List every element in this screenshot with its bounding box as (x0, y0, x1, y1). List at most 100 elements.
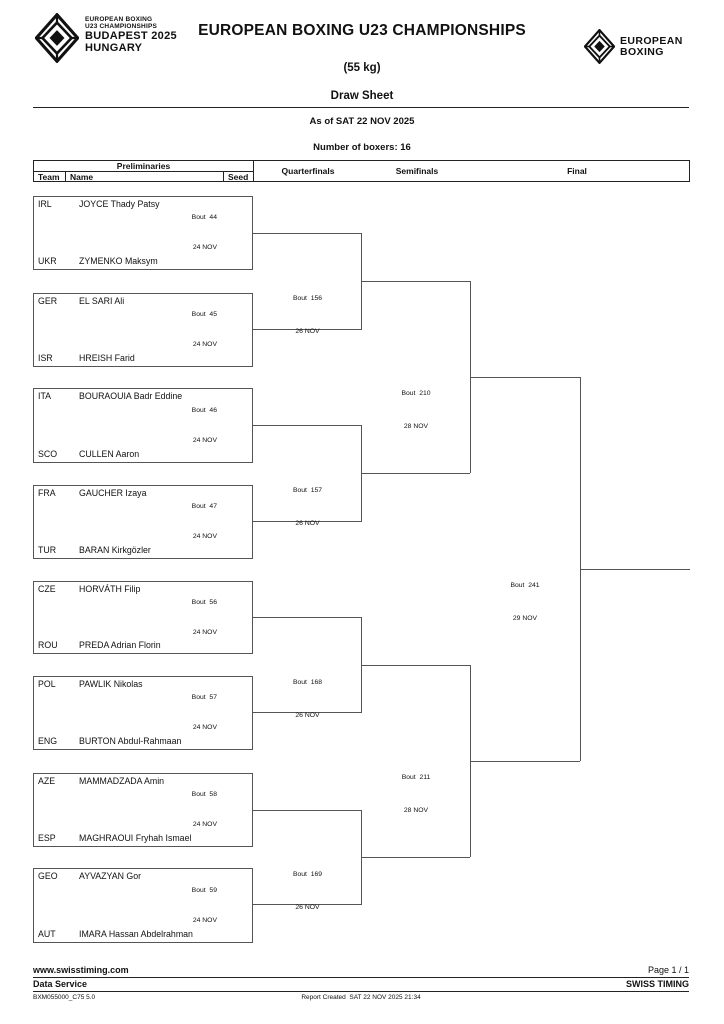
column-final: Final (567, 166, 587, 176)
federation-logo: EUROPEAN BOXING (584, 29, 683, 64)
bout-number: Bout 59 (191, 886, 217, 894)
boxer-name: MAGHRAOUI Fryhah Ismael (79, 833, 192, 843)
boxers-count: Number of boxers: 16 (313, 142, 411, 153)
bout-label: Bout 156 26 NOV (253, 271, 362, 348)
bout-date: 24 NOV (192, 244, 217, 251)
bout-label: Bout 46 24 NOV (192, 386, 217, 466)
bout-number: Bout 56 (191, 598, 217, 606)
bout-number: Bout 157 (292, 487, 323, 494)
bout-date: 28 NOV (403, 807, 429, 814)
diamond-logo-icon (584, 29, 615, 64)
bout-label: Bout 58 24 NOV (192, 770, 217, 850)
boxer-name: HORVÁTH Filip (79, 584, 141, 594)
boxer-row: FRA GAUCHER Izaya (38, 488, 248, 499)
bout-date: 24 NOV (192, 533, 217, 540)
boxer-name: CULLEN Aaron (79, 449, 140, 459)
team-code: AZE (38, 776, 56, 786)
winner-line (362, 665, 470, 666)
quarterfinal-connector-1 (253, 233, 362, 330)
boxer-row: TUR BARAN Kirkgözler (38, 545, 248, 556)
boxer-row: AZE MAMMADZADA Amin (38, 776, 248, 787)
column-preliminaries: Preliminaries (34, 161, 254, 172)
logo-line: U23 CHAMPIONSHIPS (85, 23, 158, 30)
team-code: ESP (38, 833, 56, 843)
bout-number: Bout 211 (401, 774, 431, 781)
winner-line (362, 473, 470, 474)
boxer-row: ENG BURTON Abdul-Rahmaan (38, 736, 248, 747)
match-box-4: FRA GAUCHER Izaya Bout 47 24 NOV TUR BAR… (33, 485, 253, 559)
bout-label: Bout 57 24 NOV (192, 673, 217, 753)
bout-label: Bout 44 24 NOV (192, 193, 217, 273)
boxer-name: ZYMENKO Maksym (79, 256, 158, 266)
boxer-name: MAMMADZADA Amin (79, 776, 165, 786)
match-box-1: IRL JOYCE Thady Patsy Bout 44 24 NOV UKR… (33, 196, 253, 270)
boxer-row: ISR HREISH Farid (38, 353, 248, 364)
boxer-row: GEO AYVAZYAN Gor (38, 871, 248, 882)
quarterfinal-connector-4 (253, 810, 362, 905)
logo-line: EUROPEAN (620, 34, 683, 47)
boxer-name: PREDA Adrian Florin (79, 640, 161, 650)
team-code: CZE (38, 584, 56, 594)
team-code: GEO (38, 871, 58, 881)
boxer-row: AUT IMARA Hassan Abdelrahman (38, 929, 248, 940)
match-box-3: ITA BOURAOUIA Badr Eddine Bout 46 24 NOV… (33, 388, 253, 463)
bout-label: Bout 210 28 NOV (362, 366, 470, 443)
winner-line (362, 281, 470, 282)
match-box-5: CZE HORVÁTH Filip Bout 56 24 NOV ROU PRE… (33, 581, 253, 654)
report-created: Report Created SAT 22 NOV 2025 21:34 (301, 994, 421, 1001)
divider (33, 991, 689, 992)
boxer-name: HREISH Farid (79, 353, 135, 363)
logo-line: BUDAPEST 2025 (85, 30, 177, 42)
boxer-row: SCO CULLEN Aaron (38, 449, 248, 460)
bout-number: Bout 46 (191, 406, 217, 414)
bout-label: Bout 241 29 NOV (470, 558, 580, 635)
swiss-timing-label: SWISS TIMING (626, 979, 689, 989)
boxer-row: IRL JOYCE Thady Patsy (38, 199, 248, 210)
team-code: AUT (38, 929, 56, 939)
event-logo: EUROPEAN BOXING U23 CHAMPIONSHIPS BUDAPE… (35, 13, 177, 63)
match-box-6: POL PAWLIK Nikolas Bout 57 24 NOV ENG BU… (33, 676, 253, 750)
bout-date: 28 NOV (403, 423, 429, 430)
boxer-row: ROU PREDA Adrian Florin (38, 640, 248, 651)
bout-label: Bout 56 24 NOV (192, 578, 217, 658)
bout-number: Bout 156 (292, 295, 323, 302)
bout-label: Bout 47 24 NOV (192, 482, 217, 562)
logo-line: EUROPEAN BOXING (85, 16, 153, 23)
bout-label: Bout 59 24 NOV (192, 866, 217, 946)
team-code: POL (38, 679, 56, 689)
winner-line (470, 761, 580, 762)
bout-number: Bout 169 (292, 871, 323, 878)
bout-date: 24 NOV (192, 724, 217, 731)
bout-date: 24 NOV (192, 341, 217, 348)
bout-number: Bout 58 (191, 791, 217, 798)
column-quarterfinals: Quarterfinals (281, 166, 335, 176)
bout-date: 24 NOV (192, 916, 217, 924)
boxer-row: CZE HORVÁTH Filip (38, 584, 248, 595)
website-link[interactable]: www.swisstiming.com (33, 965, 129, 975)
boxer-name: BOURAOUIA Badr Eddine (79, 391, 183, 401)
winner-line (362, 857, 470, 858)
winner-line (580, 569, 690, 570)
as-of-date: As of SAT 22 NOV 2025 (309, 116, 415, 127)
team-code: ISR (38, 353, 53, 363)
match-box-7: AZE MAMMADZADA Amin Bout 58 24 NOV ESP M… (33, 773, 253, 847)
column-semifinals: Semifinals (395, 166, 439, 176)
bout-number: Bout 241 (510, 582, 540, 589)
team-code: IRL (38, 199, 52, 209)
boxer-row: UKR ZYMENKO Maksym (38, 256, 248, 267)
boxer-name: BARAN Kirkgözler (79, 545, 151, 555)
quarterfinal-connector-3 (253, 617, 362, 713)
logo-line: HUNGARY (85, 42, 143, 54)
bout-label: Bout 157 26 NOV (253, 463, 362, 540)
weight-category: (55 kg) (343, 62, 381, 74)
column-seed: Seed (228, 171, 249, 182)
boxer-name: JOYCE Thady Patsy (79, 199, 160, 209)
preliminaries-subheader: Team Name Seed (34, 171, 254, 182)
bout-label: Bout 45 24 NOV (192, 290, 217, 370)
logo-line: BOXING (620, 45, 664, 58)
bout-date: 26 NOV (295, 904, 320, 911)
quarterfinal-connector-2 (253, 425, 362, 522)
bout-label: Bout 211 28 NOV (362, 750, 470, 827)
bout-date: 24 NOV (192, 436, 217, 444)
team-code: ENG (38, 736, 58, 746)
